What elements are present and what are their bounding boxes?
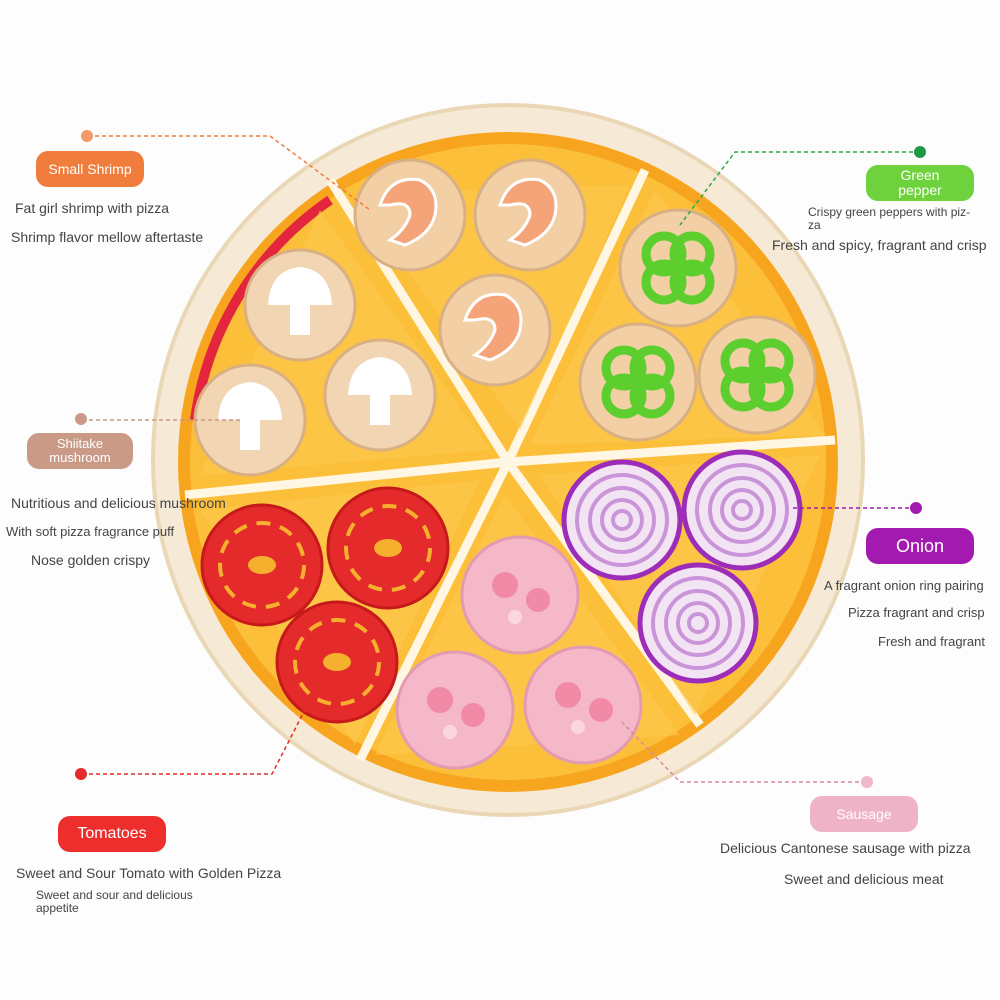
- tomato-desc-3: appetite: [36, 901, 79, 915]
- mushroom-desc-2: With soft pizza fragrance puff: [6, 524, 175, 539]
- pepper-badge-line2: pepper: [898, 182, 942, 198]
- pepper-connector-dot: [914, 146, 926, 158]
- onion-desc-2: Pizza fragrant and crisp: [848, 605, 985, 620]
- tomato-connector-dot: [75, 768, 87, 780]
- mushroom-badge-line1: Shiitake: [56, 436, 104, 452]
- tomato-badge: Tomatoes: [58, 816, 166, 852]
- mushroom-desc-1: Nutritious and delicious mushroom: [11, 495, 226, 511]
- tomato-desc-2: Sweet and sour and delicious: [36, 888, 193, 902]
- shrimp-badge: Small Shrimp: [36, 151, 144, 187]
- pepper-badge-line1: Green: [900, 167, 940, 184]
- sausage-connector-dot: [861, 776, 873, 788]
- slice-dividers: [184, 168, 836, 763]
- pepper-desc-1: Crispy green peppers with piz-: [808, 205, 971, 219]
- mushroom-toppings: [193, 248, 437, 477]
- pepper-toppings: [578, 208, 817, 442]
- pepper-desc-3: Fresh and spicy, fragrant and crisp: [772, 237, 987, 253]
- pepper-desc-2: za: [808, 218, 821, 232]
- onion-toppings: [561, 449, 803, 684]
- leader-lines: [82, 135, 920, 783]
- mushroom-badge: Shiitake mushroom: [27, 433, 133, 469]
- onion-desc-1: A fragrant onion ring pairing: [824, 578, 984, 593]
- sausage-badge: Sausage: [810, 796, 918, 832]
- sausage-desc-1: Delicious Cantonese sausage with pizza: [720, 840, 971, 856]
- sausage-desc-2: Sweet and delicious meat: [784, 871, 944, 887]
- shrimp-desc-1: Fat girl shrimp with pizza: [15, 200, 170, 216]
- mushroom-desc-3: Nose golden crispy: [31, 552, 151, 568]
- shrimp-connector-dot: [81, 130, 93, 142]
- crust-edge: [190, 195, 333, 421]
- mushroom-badge-line2: mushroom: [49, 450, 111, 465]
- sausage-toppings: [395, 535, 643, 770]
- onion-desc-3: Fresh and fragrant: [878, 634, 985, 649]
- onion-connector-dot: [910, 502, 922, 514]
- shrimp-toppings: [353, 158, 587, 387]
- mushroom-connector-dot: [75, 413, 87, 425]
- onion-badge: Onion: [866, 528, 974, 564]
- tomato-desc-1: Sweet and Sour Tomato with Golden Pizza: [16, 865, 282, 881]
- pepper-badge: Green pepper: [866, 165, 974, 201]
- shrimp-desc-2: Shrimp flavor mellow aftertaste: [11, 229, 204, 245]
- tomato-toppings: [200, 486, 450, 724]
